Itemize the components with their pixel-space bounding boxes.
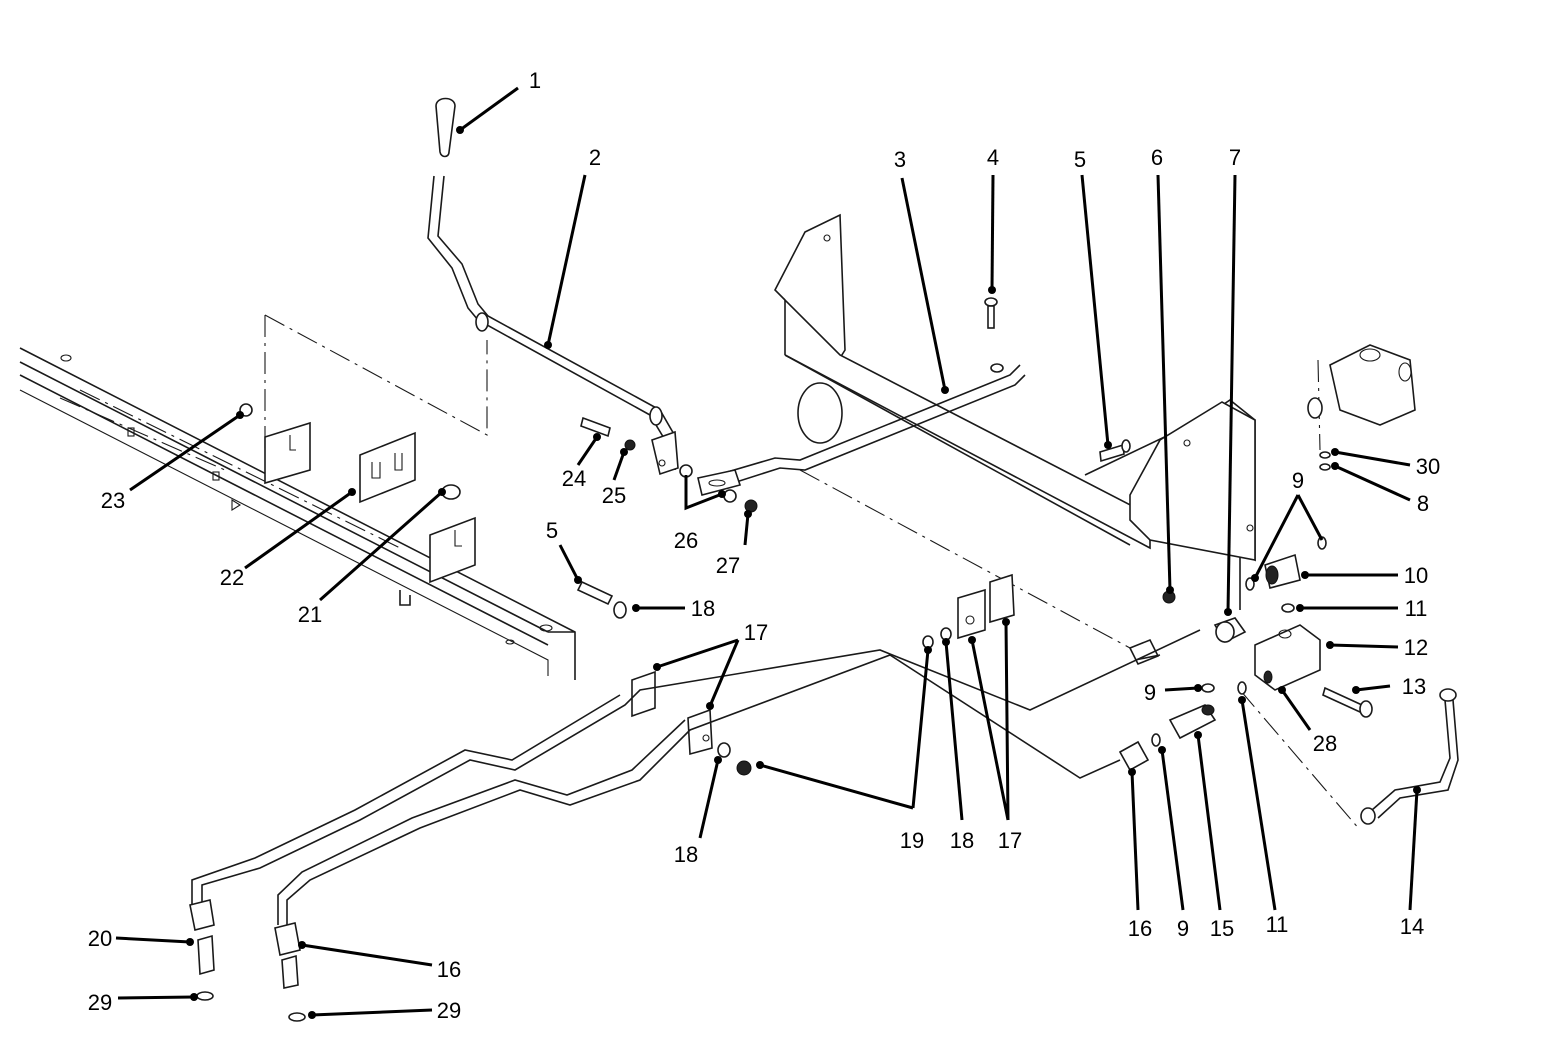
callout-11-lower: 11 <box>1266 912 1289 937</box>
elbow-fitting-10 <box>1264 553 1301 589</box>
valve-body-30 <box>1307 344 1416 426</box>
support-plate-3 <box>774 213 1256 610</box>
callout-30: 30 <box>1416 454 1440 479</box>
callout-9-upper: 9 <box>1292 468 1304 493</box>
callout-18-upper: 18 <box>691 596 715 621</box>
callout-labels: 1 2 3 4 5 6 7 9 30 8 10 11 12 13 9 28 23… <box>88 68 1440 1023</box>
clamp-17-left <box>631 670 713 756</box>
leader-lines <box>115 86 1421 1019</box>
callout-2: 2 <box>589 145 601 170</box>
callout-27: 27 <box>716 553 740 578</box>
callout-26: 26 <box>674 528 698 553</box>
callout-5-upper: 5 <box>1074 147 1086 172</box>
callout-23: 23 <box>101 488 125 513</box>
callout-8: 8 <box>1417 491 1429 516</box>
callout-4: 4 <box>987 145 999 170</box>
bolt-5-upper <box>1099 439 1131 463</box>
callout-25: 25 <box>602 483 626 508</box>
rod-3 <box>697 363 1026 496</box>
callout-5-lower: 5 <box>546 518 558 543</box>
shift-lever-2 <box>427 175 679 476</box>
clamp-17-right <box>957 573 1015 640</box>
callout-21: 21 <box>298 602 322 627</box>
callout-10: 10 <box>1404 563 1428 588</box>
spacer-7 <box>1213 617 1247 644</box>
frame-rail <box>19 347 576 680</box>
callout-16-lower: 16 <box>437 957 461 982</box>
callout-20: 20 <box>88 926 112 951</box>
callout-24: 24 <box>562 466 586 491</box>
mounting-bracket-22 <box>264 421 476 584</box>
nut-16-right <box>1118 740 1150 772</box>
distribution-block-12 <box>1254 624 1321 691</box>
callout-28: 28 <box>1313 731 1337 756</box>
callout-13: 13 <box>1402 674 1426 699</box>
callout-15: 15 <box>1210 916 1234 941</box>
callout-9-lower: 9 <box>1177 916 1189 941</box>
callout-19: 19 <box>900 828 924 853</box>
callout-11-upper: 11 <box>1405 596 1428 621</box>
callout-9-middle: 9 <box>1144 680 1156 705</box>
tee-fitting-15 <box>1168 704 1217 740</box>
callout-6: 6 <box>1151 145 1163 170</box>
callout-1: 1 <box>529 68 541 93</box>
callout-16-right: 16 <box>1128 916 1152 941</box>
hydraulic-tubes <box>189 629 1201 989</box>
callout-7: 7 <box>1229 145 1241 170</box>
callout-17-left: 17 <box>744 620 768 645</box>
callout-29-right: 29 <box>437 998 461 1023</box>
shift-knob-1 <box>435 97 456 158</box>
callout-29-left: 29 <box>88 990 112 1015</box>
tube-14 <box>1360 688 1459 825</box>
callout-17-right: 17 <box>998 828 1022 853</box>
bolt-13 <box>1322 686 1373 718</box>
callout-14: 14 <box>1400 914 1424 939</box>
callout-3: 3 <box>894 147 906 172</box>
callout-12: 12 <box>1404 635 1428 660</box>
callout-22: 22 <box>220 565 244 590</box>
bolt-4 <box>984 297 998 329</box>
callout-18-lower: 18 <box>674 842 698 867</box>
callout-18-right: 18 <box>950 828 974 853</box>
